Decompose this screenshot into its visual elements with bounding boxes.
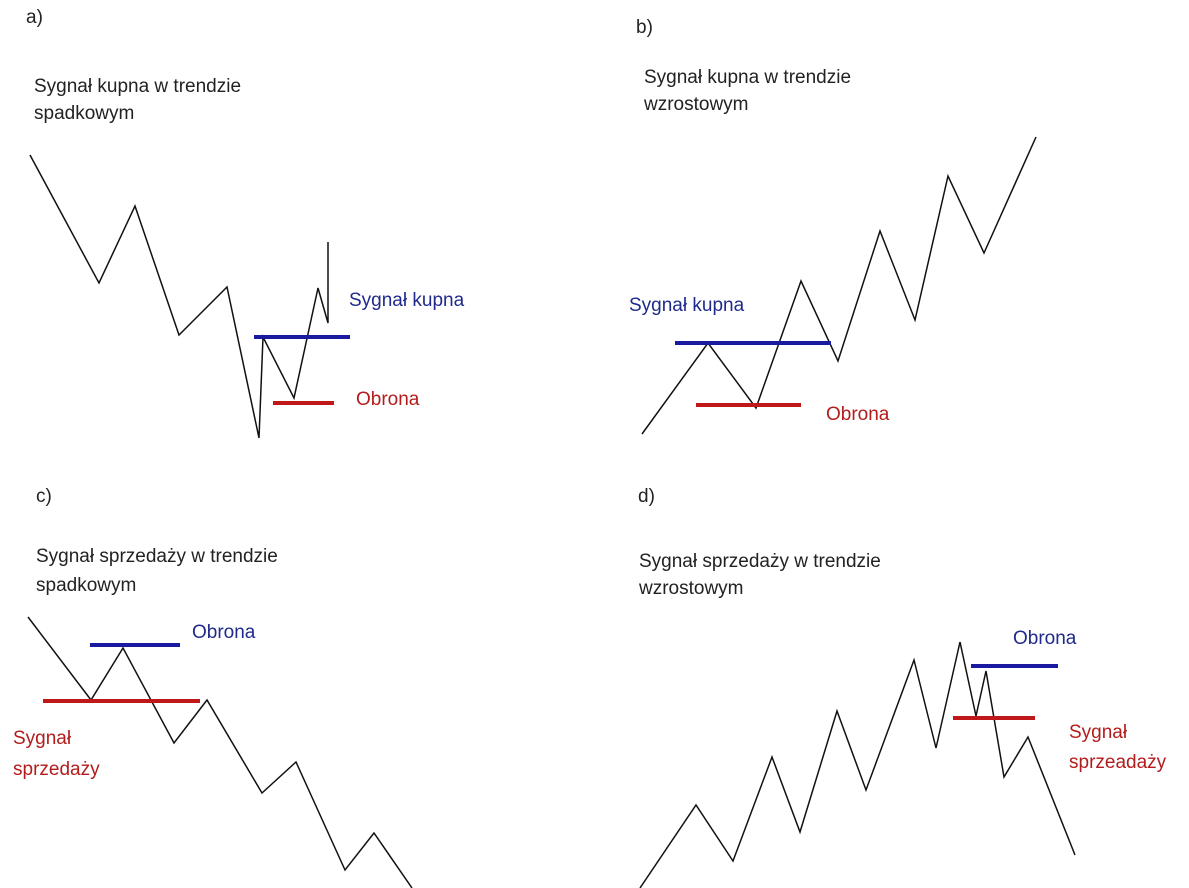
panel-letter: c) (36, 486, 52, 507)
panel-a: a) Sygnał kupna w trendzie spadkowym Syg… (0, 0, 594, 444)
panel-c: c) Sygnał sprzedaży w trendzie spadkowym… (0, 444, 594, 888)
price-zigzag-line (27, 616, 413, 888)
panel-title-line-1: Sygnał sprzedaży w trendzie (36, 546, 278, 567)
sell-signal-label-line-2: sprzeadaży (1069, 752, 1167, 773)
price-zigzag-line (639, 641, 1076, 888)
panel-title-line-1: Sygnał kupna w trendzie (644, 67, 851, 88)
sell-signal-label-line-1: Sygnał (1069, 722, 1128, 743)
panel-title-line-2: spadkowym (34, 103, 134, 124)
panel-c-svg: c) Sygnał sprzedaży w trendzie spadkowym… (13, 486, 413, 888)
panel-d: d) Sygnał sprzedaży w trendzie wzrostowy… (594, 444, 1188, 888)
buy-signal-label: Sygnał kupna (349, 290, 465, 311)
sell-signal-label-line-1: Sygnał (13, 728, 72, 749)
panel-letter: d) (638, 486, 655, 507)
panel-a-svg: a) Sygnał kupna w trendzie spadkowym Syg… (26, 7, 465, 439)
price-zigzag-line (641, 136, 1037, 435)
panel-title-line-1: Sygnał sprzedaży w trendzie (639, 551, 881, 572)
panel-d-svg: d) Sygnał sprzedaży w trendzie wzrostowy… (638, 486, 1167, 888)
panel-b-svg: b) Sygnał kupna w trendzie wzrostowym Sy… (629, 17, 1037, 435)
panel-b: b) Sygnał kupna w trendzie wzrostowym Sy… (594, 0, 1188, 444)
panel-title-line-2: wzrostowym (638, 578, 744, 599)
panel-title-line-2: wzrostowym (643, 94, 749, 115)
panel-letter: a) (26, 7, 43, 28)
defense-label: Obrona (826, 404, 890, 425)
panel-title-line-2: spadkowym (36, 575, 136, 596)
buy-signal-label: Sygnał kupna (629, 295, 745, 316)
panel-letter: b) (636, 17, 653, 38)
defense-label: Obrona (1013, 628, 1077, 649)
defense-label: Obrona (192, 622, 256, 643)
sell-signal-label-line-2: sprzedaży (13, 759, 100, 780)
price-zigzag-line (29, 154, 329, 439)
panel-title-line-1: Sygnał kupna w trendzie (34, 76, 241, 97)
defense-label: Obrona (356, 389, 420, 410)
